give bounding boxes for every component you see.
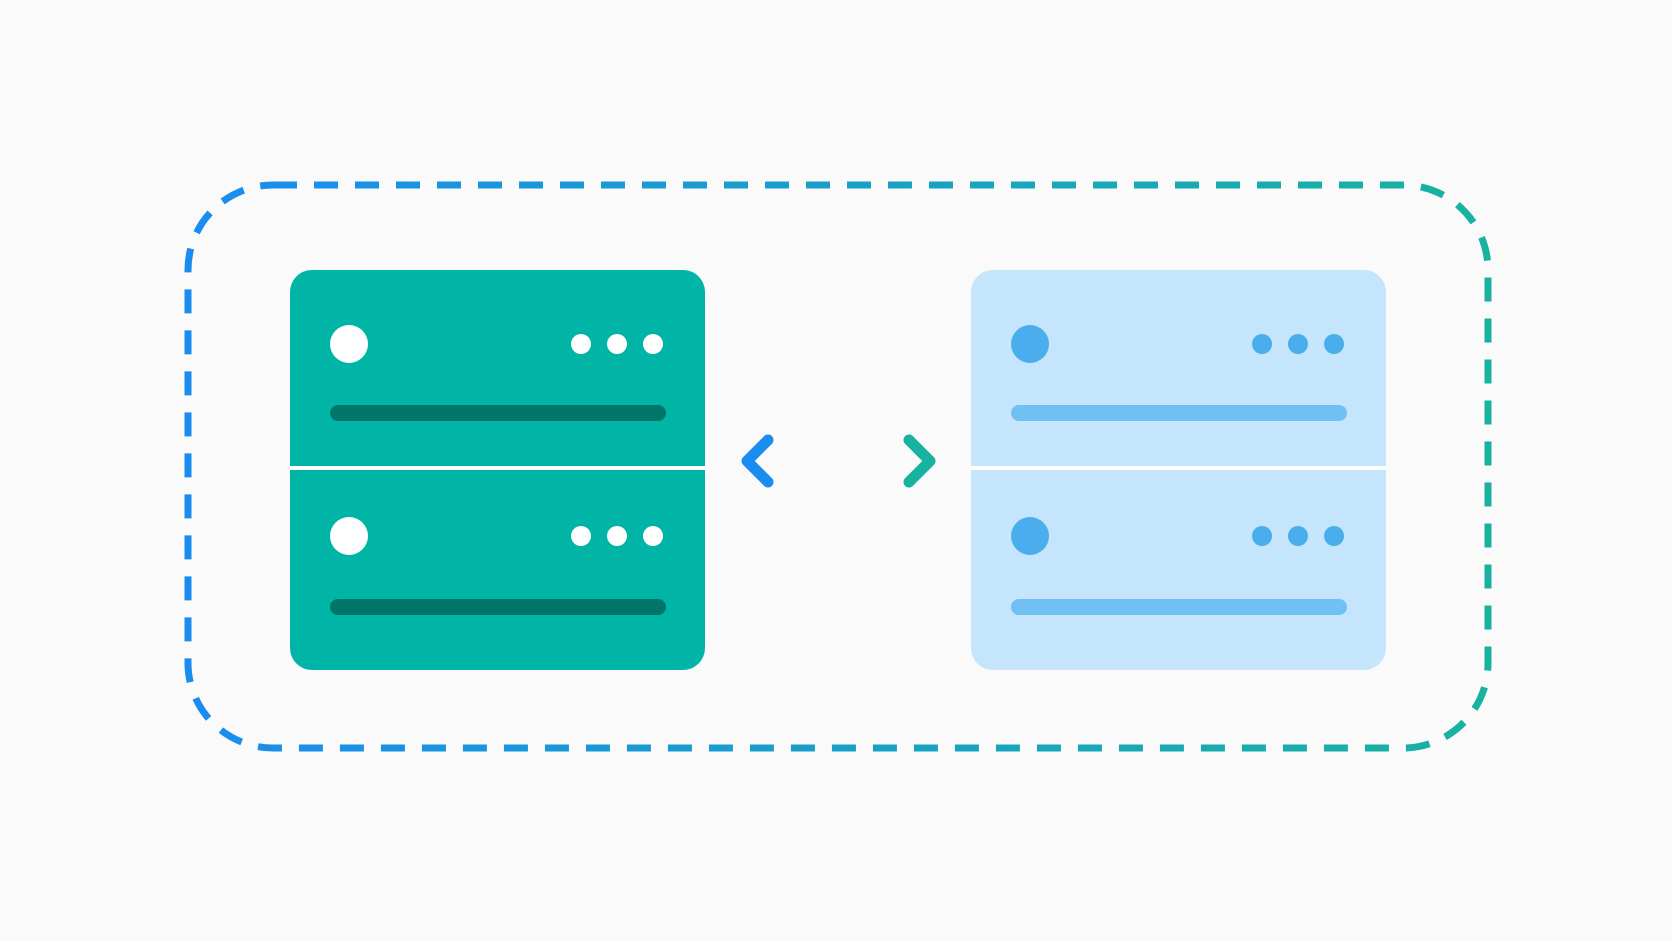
drive-slot [1011, 405, 1347, 421]
indicator-dot [571, 334, 591, 354]
server-rack-icon [290, 270, 705, 670]
arrow-head-left [741, 434, 774, 488]
indicator-dot [1252, 334, 1272, 354]
drive-slot [330, 405, 666, 421]
indicator-dot [1288, 334, 1308, 354]
server-unit [330, 517, 666, 615]
server-unit [1011, 325, 1347, 421]
drive-slot [1011, 599, 1347, 615]
indicator-dot [1288, 526, 1308, 546]
server-rack-icon [971, 270, 1386, 670]
indicator-dot [643, 526, 663, 546]
two-way-arrow-icon [741, 434, 936, 488]
indicator-dot [1324, 334, 1344, 354]
indicator-dot [1252, 526, 1272, 546]
server-unit [330, 325, 666, 421]
server-unit [1011, 517, 1347, 615]
indicator-dot [607, 334, 627, 354]
dashed-cluster-boundary [184, 181, 1492, 752]
drive-slot [330, 599, 666, 615]
arrow-head-right [903, 434, 936, 488]
indicator-dot [571, 526, 591, 546]
indicator-dot [643, 334, 663, 354]
indicator-dot [1324, 526, 1344, 546]
status-light-icon [1011, 325, 1049, 363]
status-light-icon [1011, 517, 1049, 555]
status-light-icon [330, 325, 368, 363]
status-light-icon [330, 517, 368, 555]
indicator-dot [607, 526, 627, 546]
